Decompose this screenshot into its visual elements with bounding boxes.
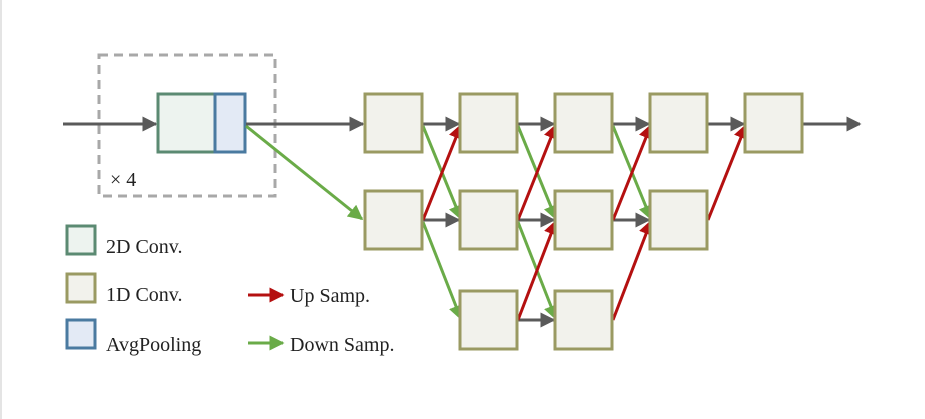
legend-avgpool-swatch xyxy=(65,318,97,350)
up-r2c2-r1c3 xyxy=(516,123,558,221)
legend-conv1d-swatch xyxy=(65,272,97,304)
conv1d-node-r1c2 xyxy=(458,92,519,154)
legend: 2D Conv. 1D Conv. AvgPooling Up Samp. Do… xyxy=(65,224,394,356)
conv1d-node-r2c3 xyxy=(553,189,614,251)
conv1d-node-r1c5 xyxy=(743,92,804,154)
conv1d-node-r1c3 xyxy=(553,92,614,154)
legend-down-samp-label: Down Samp. xyxy=(290,334,394,356)
up-r2c3-r1c4 xyxy=(611,123,653,221)
conv1d-node-r1c1 xyxy=(363,92,424,154)
legend-conv2d-label: 2D Conv. xyxy=(106,236,182,258)
conv1d-node-r2c2 xyxy=(458,189,519,251)
legend-conv1d-label: 1D Conv. xyxy=(106,284,182,306)
legend-avgpool-label: AvgPooling xyxy=(106,334,201,356)
legend-conv2d-swatch xyxy=(65,224,97,256)
up-r3c2-r2c3 xyxy=(516,219,559,321)
avgpool-block xyxy=(213,92,247,154)
repeat-count-label: × 4 xyxy=(110,169,136,191)
conv1d-node-r1c4 xyxy=(648,92,709,154)
legend-up-samp-label: Up Samp. xyxy=(290,285,370,307)
conv1d-node-r2c4 xyxy=(648,189,709,251)
conv1d-node-r3c2 xyxy=(458,289,519,351)
down-r2c1-r3c2 xyxy=(421,221,464,321)
up-r2c1-r1c2 xyxy=(421,123,463,221)
conv1d-node-r2c1 xyxy=(363,189,424,251)
up-r3c3-r2c4 xyxy=(611,219,654,321)
conv1d-node-r3c3 xyxy=(553,289,614,351)
conv2d-block xyxy=(156,92,217,154)
encoder-down-arrow xyxy=(245,124,364,221)
up-r2c4-r1c5 xyxy=(706,123,748,221)
